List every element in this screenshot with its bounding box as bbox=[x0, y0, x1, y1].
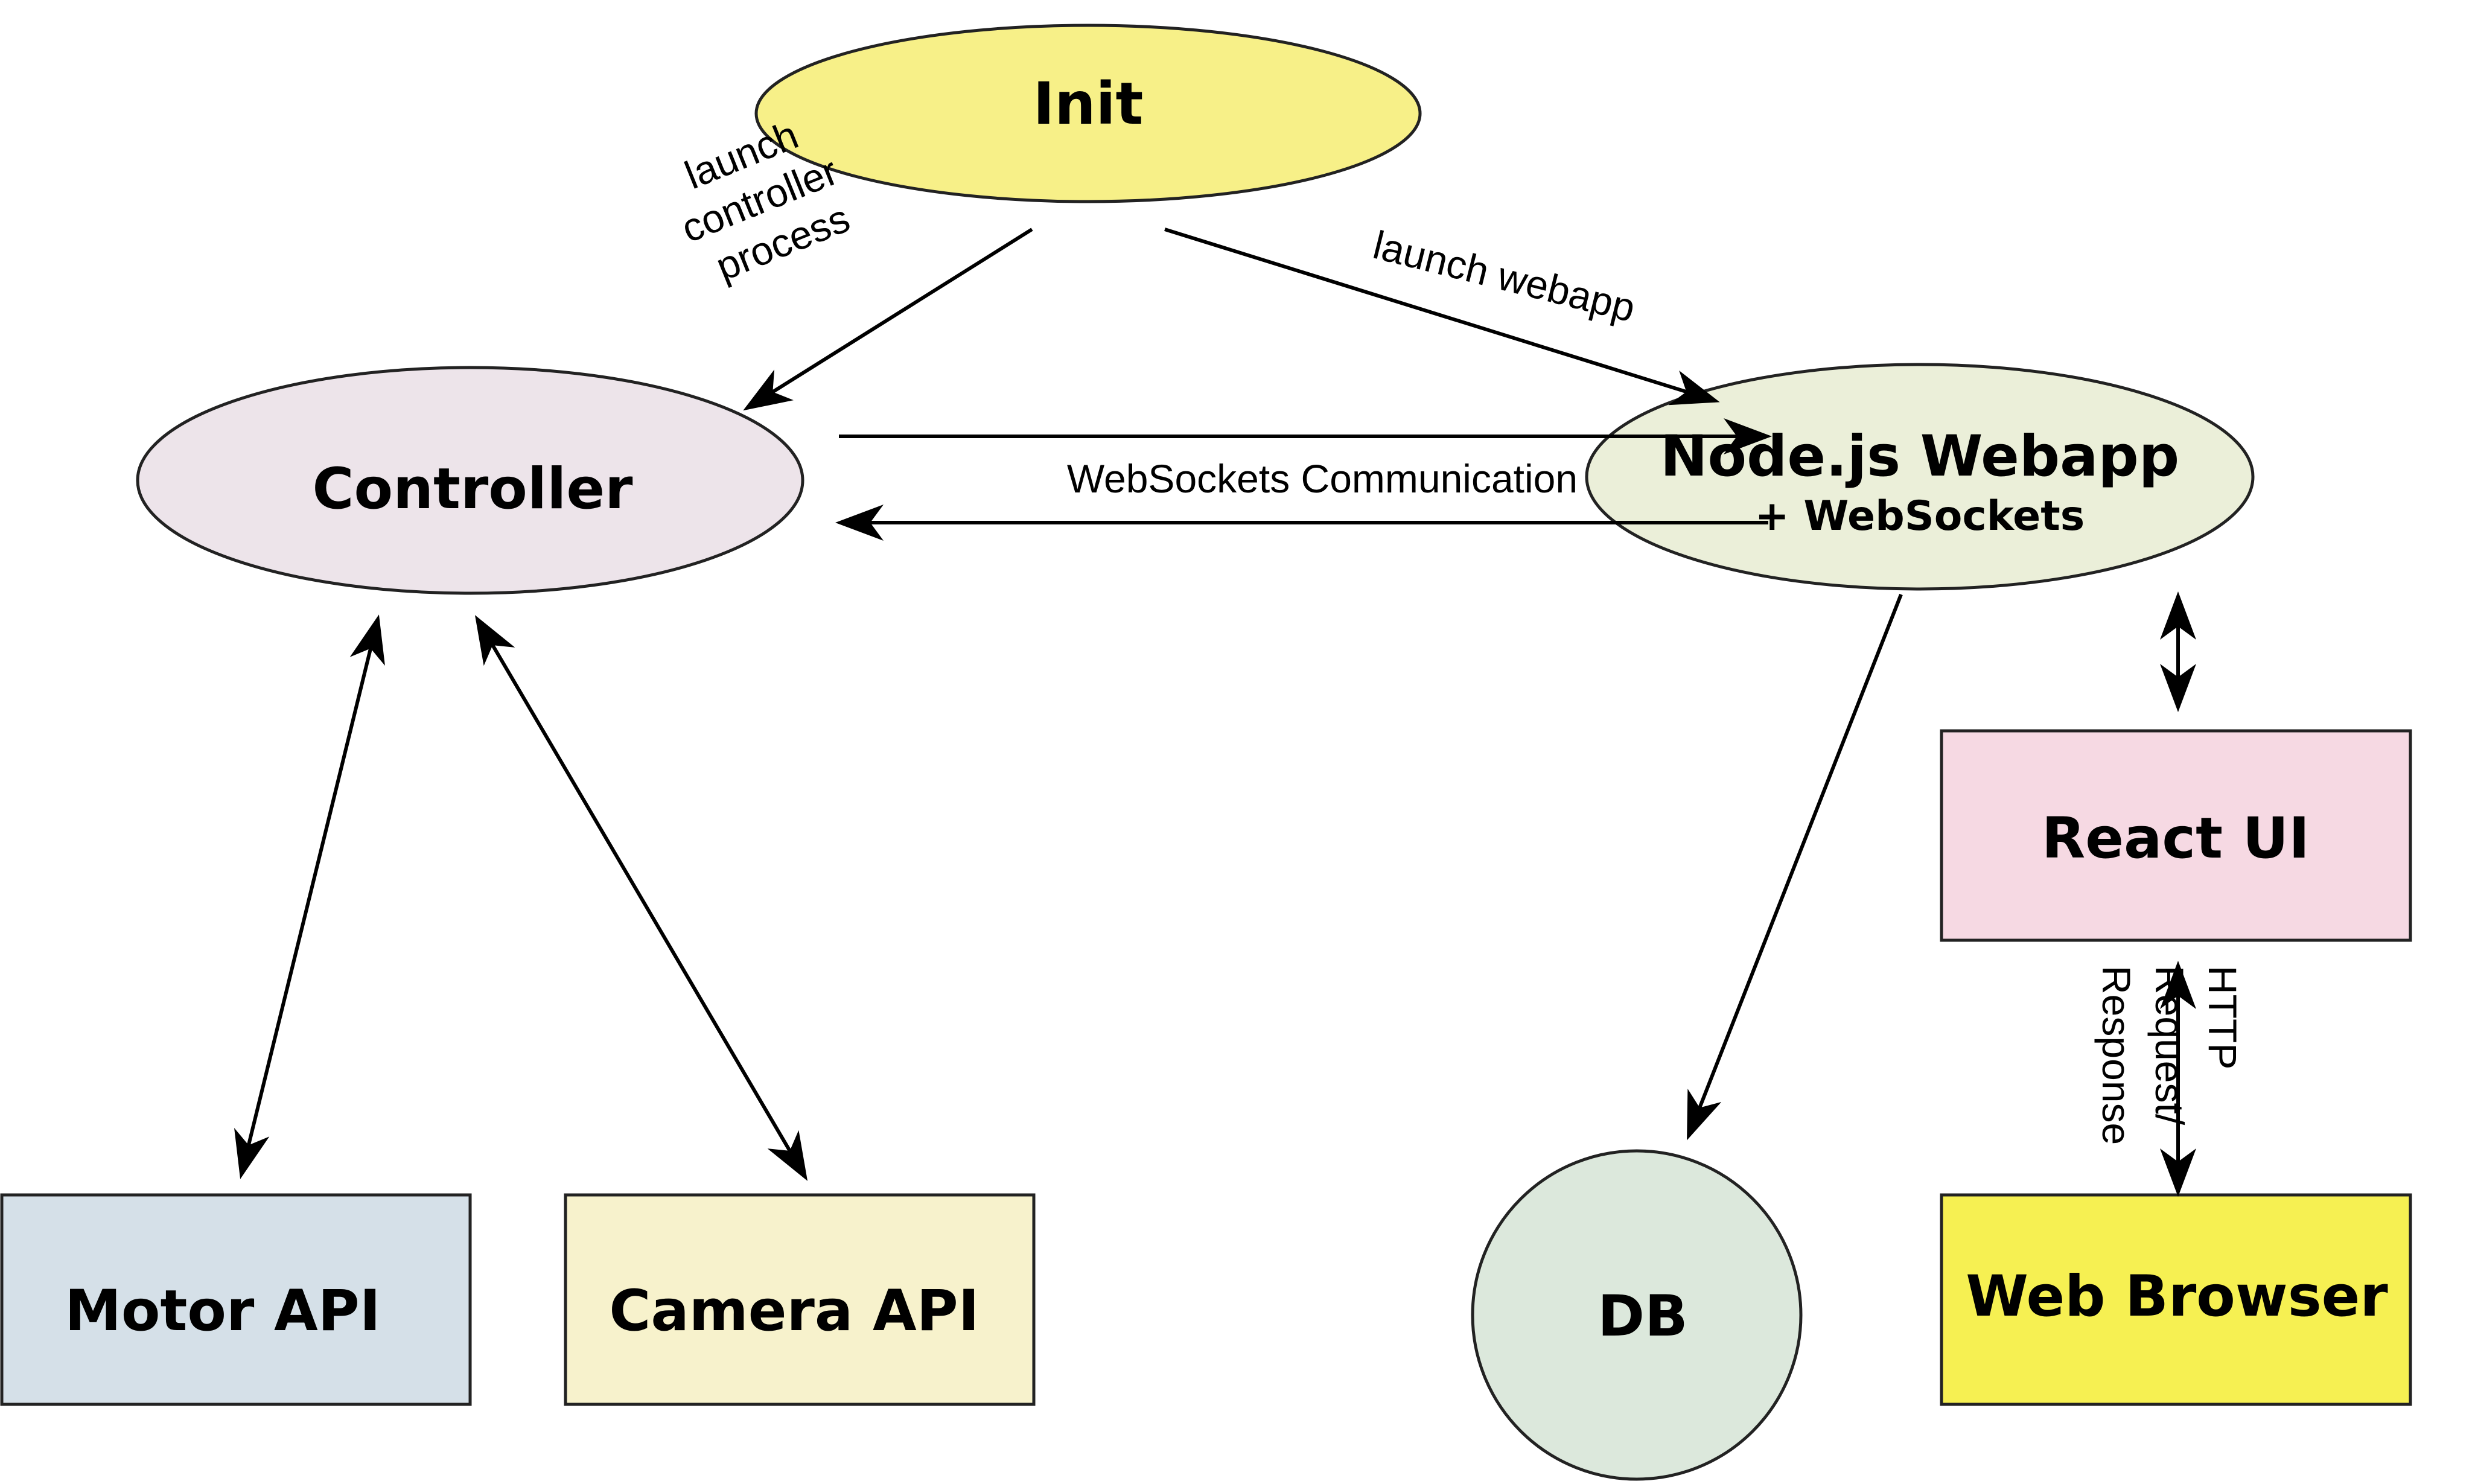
db-shape bbox=[1471, 1149, 1803, 1481]
edge-launch-webapp: launch webapp bbox=[1164, 222, 1720, 406]
react-ui-shape bbox=[1940, 729, 2412, 942]
http-line-1: HTTP bbox=[2200, 966, 2245, 1069]
init-label: Init bbox=[1033, 70, 1144, 138]
http-line-2: Request/ bbox=[2147, 966, 2192, 1126]
motor-api-label: Motor API bbox=[65, 1278, 380, 1344]
react-ui-label: React UI bbox=[2042, 806, 2310, 871]
launch-webapp-arrow bbox=[1164, 228, 1720, 406]
controller-camera-arrow bbox=[474, 615, 808, 1181]
webapp-db-arrow bbox=[1687, 593, 1903, 1141]
edge-http: HTTP Request/ Response bbox=[2094, 961, 2245, 1197]
node-react-ui: React UI bbox=[1940, 729, 2412, 942]
http-line-3: Response bbox=[2094, 966, 2139, 1145]
node-camera-api: Camera API bbox=[564, 1193, 1036, 1406]
http-label: HTTP Request/ Response bbox=[2094, 966, 2245, 1145]
node-db: DB bbox=[1471, 1149, 1803, 1481]
motor-api-shape bbox=[0, 1193, 472, 1406]
db-label: DB bbox=[1597, 1284, 1688, 1349]
controller-motor-arrow bbox=[234, 614, 385, 1179]
node-controller: Controller bbox=[136, 366, 804, 595]
camera-api-shape bbox=[564, 1193, 1036, 1406]
web-browser-label: Web Browser bbox=[1966, 1264, 2388, 1330]
launch-webapp-label: launch webapp bbox=[1369, 222, 1640, 330]
init-shape bbox=[754, 24, 1422, 203]
node-init: Init bbox=[754, 24, 1422, 203]
node-web-browser: Web Browser bbox=[1940, 1193, 2412, 1406]
camera-api-label: Camera API bbox=[609, 1278, 979, 1344]
websockets-label: WebSockets Communication bbox=[1067, 456, 1578, 501]
node-webapp: Node.js Webapp + WebSockets bbox=[1585, 363, 2255, 591]
node-motor-api: Motor API bbox=[0, 1193, 472, 1406]
launch-controller-arrow bbox=[743, 228, 1033, 411]
webapp-label: Node.js Webapp bbox=[1660, 424, 2179, 489]
controller-label: Controller bbox=[313, 456, 634, 522]
webapp-sublabel: + WebSockets bbox=[1755, 492, 2085, 540]
controller-shape bbox=[136, 366, 804, 595]
edge-websockets: WebSockets Communication bbox=[835, 418, 1772, 541]
